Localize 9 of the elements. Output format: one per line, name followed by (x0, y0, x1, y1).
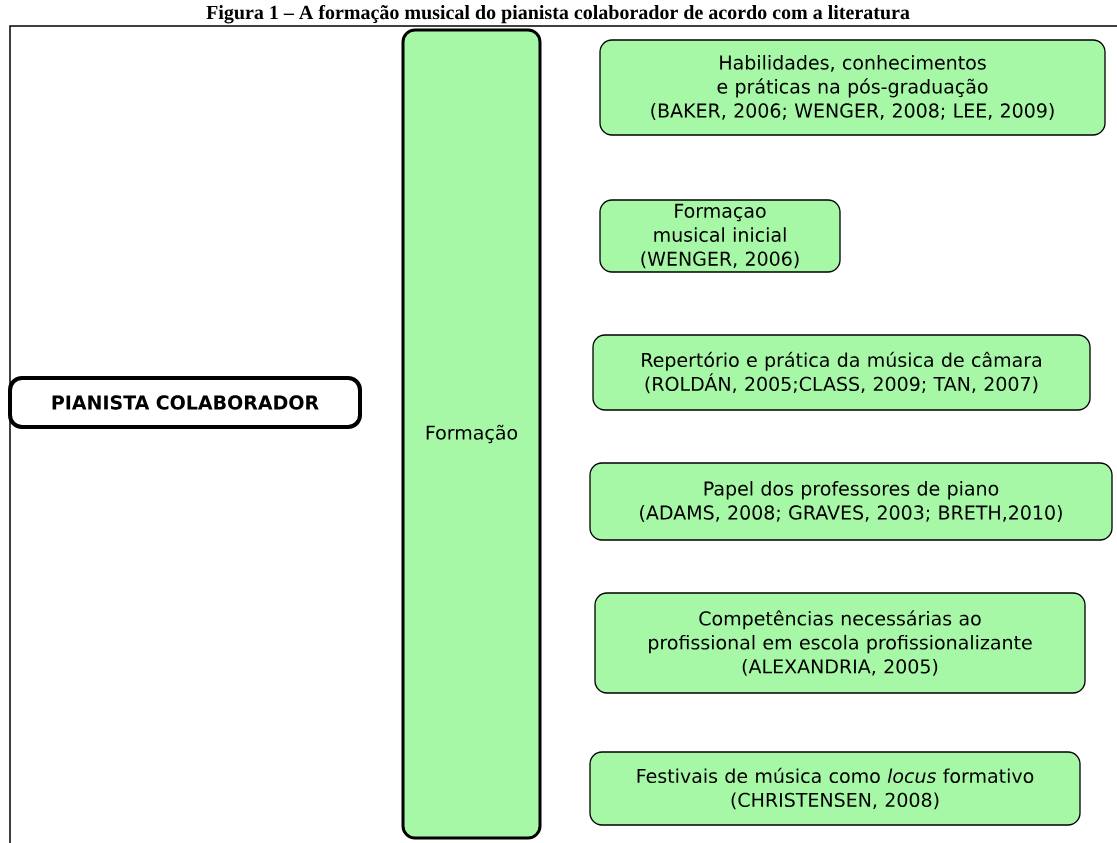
topic-box: Formaçao musical inicial (WENGER, 2006) (599, 199, 841, 273)
topic-box: Papel dos professores de piano (ADAMS, 2008; GRAVES, 2003; BRETH,2010) (589, 462, 1113, 541)
topic-box: Habilidades, conhecimentos e práticas na pós-graduação (BAKER, 2006; WENGER, 2008; LEE, 2009) (599, 39, 1106, 136)
category-band: Formação (401, 28, 542, 840)
topic-box: Competências necessárias ao profissional em escola profissionalizante (ALEXANDRIA, 2005) (594, 592, 1086, 694)
figure-title: Figura 1 – A formação musical do pianista colaborador de acordo com a literatura (206, 4, 910, 24)
main-node-box: PIANISTA COLABORADOR (8, 376, 362, 429)
topic-box: Repertório e prática da música de câmara (ROLDÁN, 2005;CLASS, 2009; TAN, 2007) (592, 334, 1091, 411)
topic-box: Festivais de música como locus formativo (CHRISTENSEN, 2008) (589, 751, 1081, 826)
